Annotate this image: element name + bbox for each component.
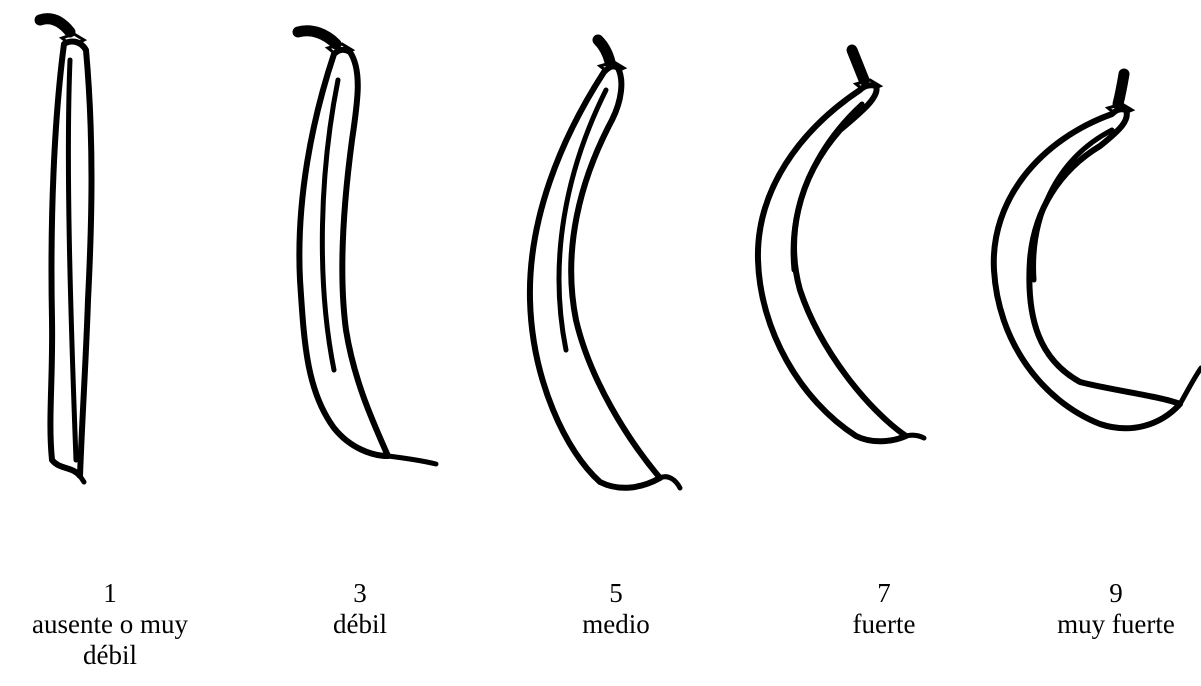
pod-strong-curvature-icon [754, 44, 927, 445]
pod-very-strong-curvature-icon [990, 68, 1201, 432]
note-label: fuerte [852, 609, 916, 639]
note-label: ausente o muy [32, 609, 188, 639]
note-number: 5 [609, 578, 623, 608]
caption-note-1: 1 ausente o muy débil [0, 578, 220, 671]
pod-no-curvature-icon [34, 13, 95, 485]
caption-note-9: 9 muy fuerte [1036, 578, 1196, 640]
note-label-continued: débil [83, 640, 137, 670]
pod-weak-curvature-icon [292, 25, 439, 467]
note-number: 3 [353, 578, 367, 608]
note-number: 9 [1109, 578, 1123, 608]
note-label: débil [333, 609, 387, 639]
caption-note-5: 5 medio [556, 578, 676, 640]
caption-note-3: 3 débil [300, 578, 420, 640]
pod-medium-curvature-icon [526, 34, 683, 491]
note-label: medio [582, 609, 650, 639]
note-label: muy fuerte [1057, 609, 1175, 639]
caption-note-7: 7 fuerte [824, 578, 944, 640]
note-number: 1 [103, 578, 117, 608]
note-number: 7 [877, 578, 891, 608]
